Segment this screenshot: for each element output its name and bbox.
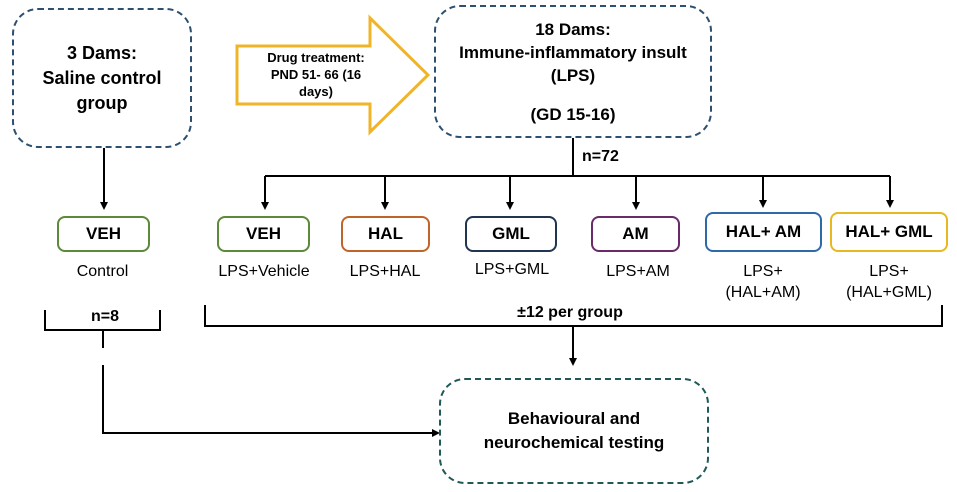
group-hal-gml-label-line1: LPS+	[869, 263, 909, 280]
drug-treatment-text: Drug treatment: PND 51- 66 (16 days)	[250, 49, 382, 100]
control-veh-tag: VEH	[57, 216, 150, 252]
group-gml-label: LPS+GML	[474, 261, 550, 278]
testing-box: Behavioural and neurochemical testing	[439, 378, 709, 484]
drug-treatment-arrow	[235, 14, 431, 136]
drug-line3: days)	[299, 84, 333, 99]
group-veh-tag: VEH	[217, 216, 310, 252]
saline-control-box: 3 Dams: Saline control group	[12, 8, 192, 148]
drug-line1: Drug treatment:	[267, 50, 365, 65]
group-veh-label: LPS+Vehicle	[218, 263, 310, 280]
testing-line2: neurochemical testing	[483, 433, 665, 452]
drug-line2: PND 51- 66 (16	[270, 67, 362, 82]
group-hal-am-label-line1: LPS+	[743, 263, 783, 280]
lps-box-line4: (GD 15-16)	[530, 104, 616, 124]
lps-box-line2: Immune-inflammatory insult	[459, 42, 687, 62]
group-gml-tag: GML	[465, 216, 557, 252]
group-hal-am-label: LPS+ (HAL+AM)	[710, 261, 816, 303]
lps-box-line1: 18 Dams:	[535, 19, 611, 39]
total-n-label: n=72	[582, 148, 619, 165]
saline-box-line3: group	[76, 92, 128, 113]
lps-box-line3: (LPS)	[550, 65, 596, 85]
group-am-label: LPS+AM	[606, 263, 670, 280]
group-hal-am-label-line2: (HAL+AM)	[725, 284, 801, 301]
group-hal-am-tag: HAL+ AM	[705, 212, 822, 252]
group-am-tag: AM	[591, 216, 680, 252]
group-hal-label: LPS+HAL	[349, 263, 421, 280]
group-hal-gml-label-line2: (HAL+GML)	[846, 284, 932, 301]
control-label: Control	[76, 263, 129, 280]
group-hal-gml-label: LPS+ (HAL+GML)	[830, 261, 948, 303]
saline-box-line2: Saline control	[42, 67, 162, 88]
testing-line1: Behavioural and	[507, 409, 641, 428]
group-hal-gml-tag: HAL+ GML	[830, 212, 948, 252]
saline-box-line1: 3 Dams:	[66, 42, 138, 63]
per-group-label: ±12 per group	[517, 304, 623, 321]
lps-dams-box: 18 Dams: Immune-inflammatory insult (LPS…	[434, 5, 712, 138]
control-n-label: n=8	[90, 308, 119, 325]
group-hal-tag: HAL	[341, 216, 430, 252]
